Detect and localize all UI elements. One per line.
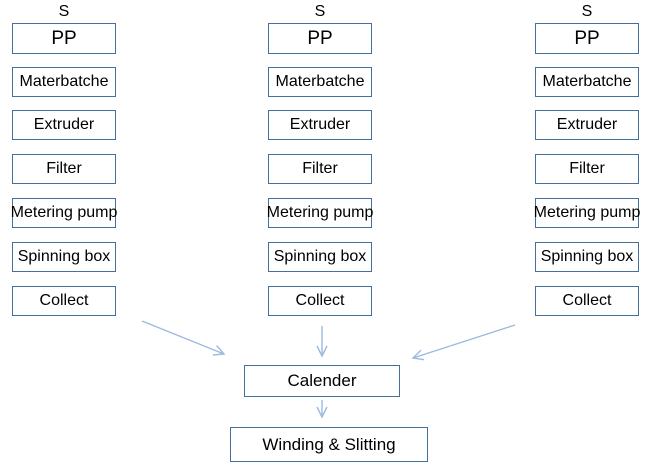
flow-box-extruder-2: Extruder xyxy=(268,110,372,140)
flow-box-collect-1: Collect xyxy=(12,286,116,316)
flow-box-calender: Calender xyxy=(244,365,400,397)
arrow-right-to-calender xyxy=(411,324,516,361)
source-label-3: S xyxy=(581,3,593,20)
flow-box-winding-slitting: Winding & Slitting xyxy=(230,427,428,462)
flow-box-pp-1: PP xyxy=(12,23,116,54)
flow-box-collect-3: Collect xyxy=(535,286,639,316)
source-label-2: S xyxy=(314,3,326,20)
arrow-left-to-calender xyxy=(141,320,226,356)
flow-box-materbatche-3: Materbatche xyxy=(535,67,639,97)
flow-box-pp-2: PP xyxy=(268,23,372,54)
flow-box-filter-2: Filter xyxy=(268,154,372,184)
flow-box-spinning-box-1: Spinning box xyxy=(12,242,116,272)
flow-box-spinning-box-3: Spinning box xyxy=(535,242,639,272)
flow-box-collect-2: Collect xyxy=(268,286,372,316)
flow-box-spinning-box-2: Spinning box xyxy=(268,242,372,272)
flow-box-metering-pump-2: Metering pump xyxy=(267,198,373,228)
flow-box-metering-pump-1: Metering pump xyxy=(11,198,117,228)
flow-box-metering-pump-3: Metering pump xyxy=(534,198,640,228)
flow-box-extruder-1: Extruder xyxy=(12,110,116,140)
flow-box-filter-1: Filter xyxy=(12,154,116,184)
flow-box-materbatche-1: Materbatche xyxy=(12,67,116,97)
flow-box-extruder-3: Extruder xyxy=(535,110,639,140)
flow-box-filter-3: Filter xyxy=(535,154,639,184)
source-label-1: S xyxy=(58,3,70,20)
flow-box-pp-3: PP xyxy=(535,23,639,54)
flow-box-materbatche-2: Materbatche xyxy=(268,67,372,97)
